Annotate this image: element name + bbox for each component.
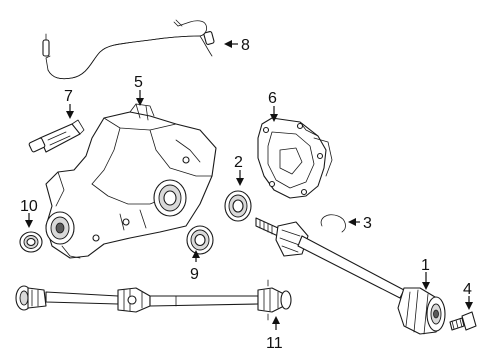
- axle-shaft-part: [255, 217, 446, 335]
- vent-hose-part: [42, 19, 215, 80]
- differential-housing-part: [45, 103, 217, 259]
- callout-6: 6: [268, 90, 277, 107]
- callout-9: 9: [190, 266, 199, 283]
- callout-11: 11: [266, 335, 283, 352]
- callout-10: 10: [20, 198, 38, 215]
- snap-ring-part: [320, 214, 346, 233]
- shaft-seal-2-part: [224, 190, 252, 222]
- callout-3: 3: [363, 215, 372, 232]
- housing-cover-part: [257, 117, 333, 199]
- callout-2: 2: [234, 154, 243, 171]
- seal-9-part: [186, 225, 214, 255]
- drive-shaft-part: [15, 279, 292, 321]
- callout-4: 4: [463, 281, 472, 298]
- callout-7: 7: [64, 88, 73, 105]
- callout-5: 5: [134, 74, 143, 91]
- sealant-tube-part: [28, 119, 85, 153]
- seal-ring-10-part: [19, 231, 43, 253]
- bolt-part: [449, 311, 477, 331]
- callout-8: 8: [241, 37, 250, 54]
- callout-1: 1: [421, 257, 430, 274]
